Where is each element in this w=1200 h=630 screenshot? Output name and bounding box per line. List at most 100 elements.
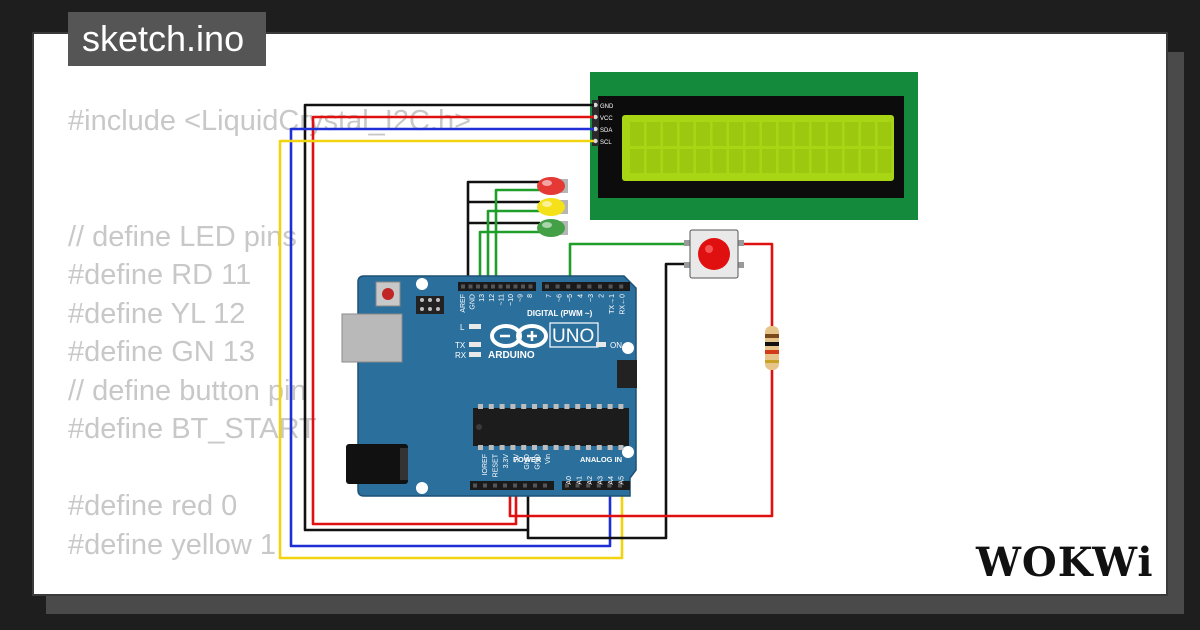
wokwi-logo-text: WOKWi [975,539,1154,586]
lcd-cell [663,149,677,173]
lcd-cell [712,149,727,173]
power-header [470,481,554,490]
pin-label: ~3 [588,294,595,302]
board-model-label: UNO [552,326,594,347]
resistor [765,326,779,370]
analog-header-label: ANALOG IN [580,455,622,464]
usb-connector [341,313,403,363]
sketch-file-name: sketch.ino [82,18,245,59]
pin-label: 2 [599,294,606,298]
mcu-chip [473,408,629,446]
lcd-cell [828,122,842,146]
pin-label: 4 [578,294,585,298]
wires [278,103,774,560]
on-label: ON [610,341,622,350]
pin-label: ~6 [557,294,564,302]
wire-black-led-red-gnd [466,180,540,286]
tx-label: TX [455,341,466,350]
code-line: #define BT_START [68,413,317,445]
wire-green-button-signal [568,242,692,286]
wokwi-logo: WOKWi [975,539,1154,586]
code-line: // define button pin [68,374,307,407]
code-line: #define GN 13 [68,336,256,368]
pin-label: A1 [577,476,584,485]
pin-label: AREF [460,294,467,313]
wire-red-button-vcc [508,242,774,518]
lcd-pin-label: SCL [600,140,612,146]
pin-label: RESET [493,453,500,477]
digital-header-left [458,282,536,291]
lcd-cell [811,122,826,146]
pin-label: 7 [546,294,553,298]
lcd-cell [795,122,809,146]
lcd-pin-header [592,100,599,146]
lcd-module[interactable]: GND VCC SDA SCL [590,72,918,220]
on-indicator [596,342,606,347]
rx-indicator [469,352,481,357]
code-line: #include <LiquidCrystal_I2C.h> [68,105,472,137]
header-holes [461,284,624,488]
wire-green-led-green-pin [478,230,556,286]
lcd-cell [646,122,661,146]
lcd-cell [663,122,677,146]
pin-label: A4 [608,476,615,485]
arduino-infinity-icon [490,324,548,348]
lcd-cell [795,149,809,173]
pin-label: TX→1 [609,294,616,314]
led-green[interactable] [537,219,568,237]
led-l-indicator [469,324,481,329]
pin-label: ~11 [498,294,505,305]
lcd-cell [646,149,661,173]
digital-header-label: DIGITAL (PWM ~) [527,309,593,318]
code-line: #define yellow 1 [68,528,276,561]
code-line: #define YL 12 [68,297,246,330]
lcd-cell [811,149,826,173]
lcd-pin-label: VCC [600,116,613,122]
digital-header-right [542,282,630,291]
lcd-cell [696,122,710,146]
lcd-cell [679,122,694,146]
pin-label: A2 [587,476,594,485]
lcd-cell [729,149,743,173]
pin-label: ~5 [567,294,574,302]
lcd-cell [729,122,743,146]
tx-indicator [469,342,481,347]
lcd-cell [844,122,859,146]
power-jack [346,444,408,484]
reset-button[interactable] [382,288,394,300]
pin-label: ~9 [518,294,525,302]
lcd-cell [630,149,644,173]
wire-black-button-gnd [526,262,690,540]
lcd-cell [745,122,760,146]
led-yellow[interactable] [537,198,568,216]
pin-label: A0 [566,476,573,485]
lcd-pin-label: GND [600,104,614,110]
lcd-cell [630,122,644,146]
lcd-cell [745,149,760,173]
pin-label: A3 [598,476,605,485]
chip-legs [478,404,624,450]
pin-label: RX←0 [620,294,627,315]
lcd-cell [877,122,892,146]
lcd-cell [828,149,842,173]
sketch-file-tab[interactable]: sketch.ino [68,12,267,66]
led-red[interactable] [537,177,568,195]
wire-red-lcd-vcc [311,115,594,526]
pin-label: 3.3V [503,454,510,469]
lcd-cell [712,122,727,146]
lcd-cell [877,149,892,173]
pin-label: GND [535,454,542,470]
pushbutton-cap[interactable] [698,238,730,270]
lcd-cell [679,149,694,173]
led-l-label: L [460,323,465,332]
pin-label: GND [470,294,477,310]
lcd-cell [844,149,859,173]
code-editor[interactable]: #include <LiquidCrystal_I2C.h> // define… [68,102,471,564]
lcd-cells [630,122,892,173]
pin-label: 8 [527,294,534,298]
pushbutton[interactable] [684,229,744,279]
